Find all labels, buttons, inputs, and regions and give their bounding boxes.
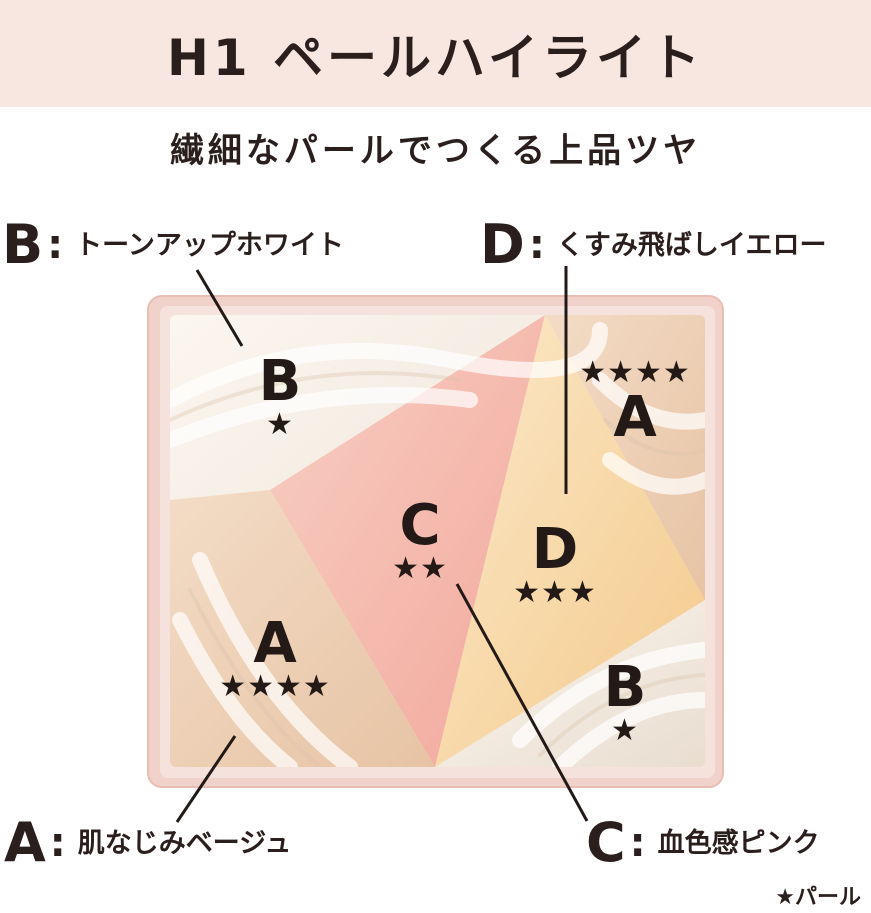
callout-letter: C <box>586 811 626 874</box>
callout-colon: : <box>49 820 66 866</box>
zone-label-d: D ★★★ <box>500 522 610 608</box>
white-shade-right <box>435 600 705 767</box>
callout-name: 肌なじみベージュ <box>77 827 292 859</box>
callout-colon: : <box>47 222 64 268</box>
beige-shade-right <box>545 315 705 600</box>
callout-colon: : <box>528 222 545 268</box>
zone-letter: C <box>399 493 441 558</box>
zone-stars: ★★ <box>392 551 448 586</box>
zone-stars: ★★★★ <box>219 669 331 704</box>
pink-shade <box>270 315 545 767</box>
zone-label-b-bottom: B ★ <box>585 660 665 746</box>
zone-stars: ★ <box>266 407 294 442</box>
zone-letter: B <box>258 349 302 414</box>
leader-line-a <box>175 735 237 823</box>
callout-letter: B <box>2 213 44 276</box>
zone-letter: A <box>253 611 297 676</box>
callout-name: 血色感ピンク <box>657 827 820 859</box>
zone-stars: ★ <box>611 713 639 748</box>
product-title: H1 ペールハイライト <box>166 28 705 87</box>
zone-stars: ★★★★ <box>579 355 691 390</box>
callout-b: B : トーンアップホワイト <box>2 218 344 272</box>
pearl-legend: ★パール <box>775 885 861 910</box>
zone-letter: B <box>603 655 647 720</box>
callout-letter: D <box>480 213 525 276</box>
title-band: H1 ペールハイライト <box>0 0 871 107</box>
subtitle: 繊細なパールでつくる上品ツヤ <box>169 131 702 171</box>
leader-line-b <box>195 269 244 347</box>
zone-label-c: C ★★ <box>380 498 460 584</box>
zone-stars: ★★★ <box>513 575 597 610</box>
yellow-shade <box>435 315 705 767</box>
callout-name: トーンアップホワイト <box>75 229 344 261</box>
callout-a: A : 肌なじみベージュ <box>4 816 291 870</box>
zone-label-a-right: ★★★★ A <box>570 358 700 446</box>
zone-letter: D <box>531 517 579 582</box>
callout-letter: A <box>4 811 46 874</box>
zone-label-a-left: A ★★★★ <box>205 616 345 702</box>
callout-c: C : 血色感ピンク <box>586 816 820 870</box>
leader-line-c <box>455 583 589 822</box>
zone-letter: A <box>613 385 657 450</box>
beige-shade-left <box>170 490 435 767</box>
zone-label-b-top: B ★ <box>240 354 320 440</box>
callout-name: くすみ飛ばしイエロー <box>556 229 827 261</box>
callout-d: D : くすみ飛ばしイエロー <box>480 218 827 272</box>
callout-colon: : <box>629 820 646 866</box>
